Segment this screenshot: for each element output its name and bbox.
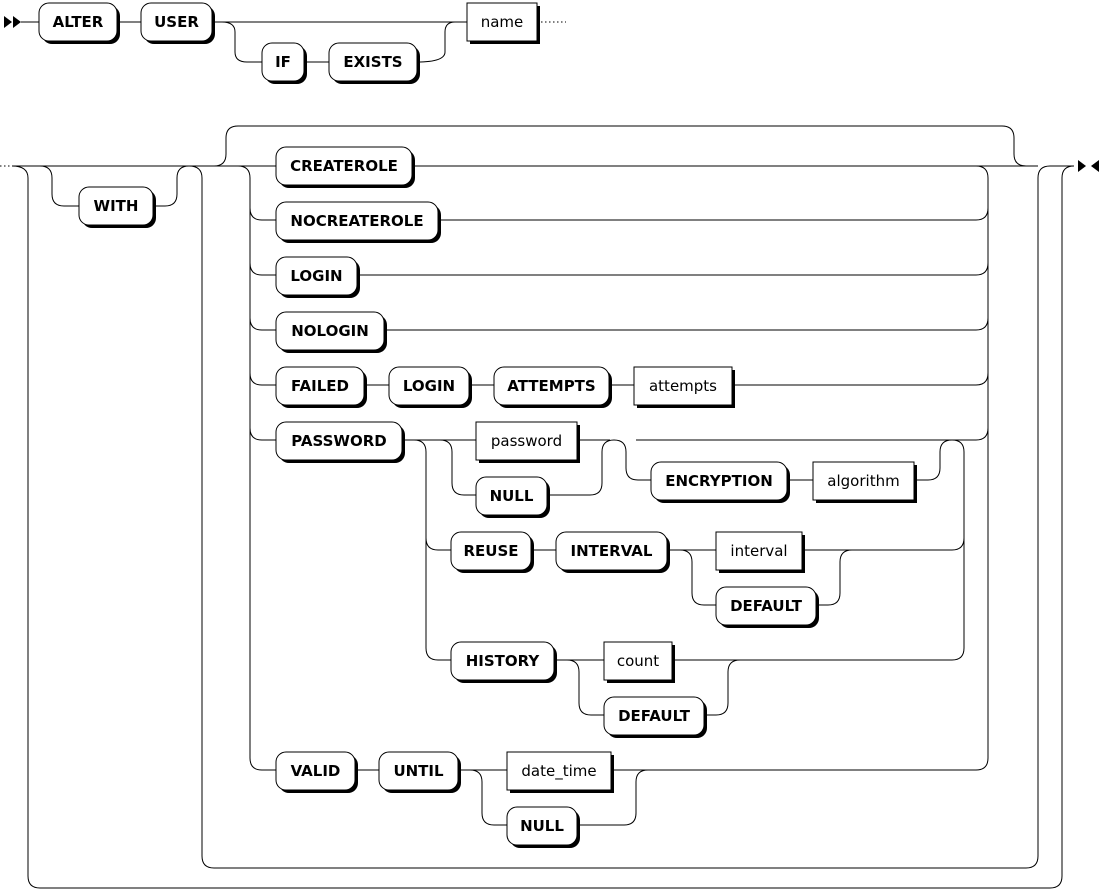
nonterminal-interval: interval: [715, 531, 805, 573]
keyword-valid-label: VALID: [291, 762, 341, 780]
keyword-encryption: ENCRYPTION: [650, 461, 790, 503]
keyword-password: PASSWORD: [275, 421, 405, 463]
keyword-createrole-label: CREATEROLE: [290, 157, 398, 175]
keyword-default2-label: DEFAULT: [618, 707, 691, 725]
row2-lines: [0, 125, 1075, 889]
keyword-alter: ALTER: [38, 2, 120, 44]
start-marker: [4, 16, 21, 28]
keyword-login2-label: LOGIN: [403, 377, 455, 395]
keyword-valid: VALID: [275, 751, 358, 793]
nonterminal-attempts-label: attempts: [649, 377, 717, 395]
nonterminal-name: name: [466, 2, 540, 44]
keyword-with: WITH: [78, 186, 156, 228]
keyword-interval-label: INTERVAL: [571, 542, 653, 560]
nonterminal-algorithm: algorithm: [812, 461, 917, 503]
end-marker: [1078, 160, 1099, 172]
nonterminal-password: password: [475, 421, 580, 463]
keyword-null-password: NULL: [475, 476, 550, 518]
keyword-encryption-label: ENCRYPTION: [665, 472, 773, 490]
nonterminal-name-label: name: [481, 13, 524, 31]
nonterminal-count-label: count: [617, 652, 659, 670]
keyword-null1-label: NULL: [490, 487, 534, 505]
keyword-nologin: NOLOGIN: [275, 311, 387, 353]
keyword-nologin-label: NOLOGIN: [291, 322, 369, 340]
nonterminal-algorithm-label: algorithm: [827, 472, 899, 490]
keyword-login-attempts: LOGIN: [388, 366, 472, 408]
keyword-interval: INTERVAL: [555, 531, 670, 573]
keyword-history: HISTORY: [450, 641, 557, 683]
nonterminal-count: count: [603, 641, 675, 683]
keyword-password-label: PASSWORD: [291, 432, 386, 450]
keyword-reuse: REUSE: [450, 531, 534, 573]
keyword-createrole: CREATEROLE: [275, 146, 415, 188]
nonterminal-attempts: attempts: [633, 366, 735, 408]
keyword-exists-label: EXISTS: [343, 53, 402, 71]
keyword-history-label: HISTORY: [466, 652, 541, 670]
keyword-with-label: WITH: [94, 197, 139, 215]
keyword-default1-label: DEFAULT: [730, 597, 803, 615]
keyword-if-label: IF: [275, 53, 291, 71]
keyword-user: USER: [140, 2, 215, 44]
keyword-login: LOGIN: [275, 256, 360, 298]
keyword-nocreaterole-label: NOCREATEROLE: [290, 212, 423, 230]
row1-lines: [21, 21, 566, 63]
nonterminal-password-label: password: [491, 432, 562, 450]
keyword-user-label: USER: [154, 13, 199, 31]
nonterminal-interval-label: interval: [730, 542, 787, 560]
nonterminal-date-time: date_time: [506, 751, 614, 793]
keyword-if: IF: [261, 42, 307, 84]
keyword-attempts: ATTEMPTS: [493, 366, 612, 408]
keyword-alter-label: ALTER: [53, 13, 104, 31]
keyword-null-valid: NULL: [506, 806, 580, 848]
keyword-failed-label: FAILED: [291, 377, 349, 395]
keyword-failed: FAILED: [275, 366, 367, 408]
nonterminal-date-time-label: date_time: [521, 762, 596, 781]
keyword-default-interval: DEFAULT: [715, 586, 819, 628]
keyword-null2-label: NULL: [520, 817, 564, 835]
keyword-reuse-label: REUSE: [463, 542, 518, 560]
keyword-attempts-label: ATTEMPTS: [507, 377, 595, 395]
keyword-default-history: DEFAULT: [603, 696, 707, 738]
keyword-exists: EXISTS: [328, 42, 420, 84]
keyword-until: UNTIL: [378, 751, 461, 793]
keyword-nocreaterole: NOCREATEROLE: [275, 201, 441, 243]
keyword-login-label: LOGIN: [290, 267, 342, 285]
keyword-until-label: UNTIL: [393, 762, 444, 780]
